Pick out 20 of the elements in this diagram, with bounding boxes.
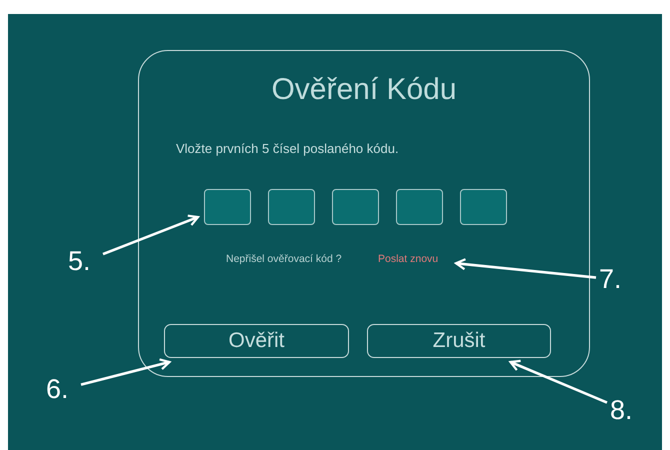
code-input-field bbox=[268, 189, 315, 225]
cancel-button: Zrušit bbox=[367, 324, 551, 358]
code-input-field bbox=[332, 189, 379, 225]
code-input-field bbox=[396, 189, 443, 225]
prompt-text: Nepřišel ověřovací kód ? bbox=[226, 253, 342, 265]
dialog-title: Ověření Kódu bbox=[270, 73, 458, 107]
arrow bbox=[509, 360, 608, 404]
dialog-card bbox=[138, 50, 590, 377]
callout-number: 7. bbox=[599, 266, 622, 293]
arrow bbox=[80, 358, 171, 386]
instruction-text: Vložte prvních 5 čísel poslaného kódu. bbox=[176, 141, 399, 156]
verify-button: Ověřit bbox=[164, 324, 349, 358]
callout-number: 6. bbox=[46, 376, 69, 403]
code-input-field bbox=[460, 189, 507, 225]
code-input-field bbox=[204, 189, 251, 225]
arrow bbox=[102, 214, 200, 256]
resend-link: Poslat znovu bbox=[378, 253, 438, 265]
arrow bbox=[454, 258, 596, 279]
callout-number: 8. bbox=[610, 397, 633, 424]
callout-number: 5. bbox=[68, 248, 91, 275]
